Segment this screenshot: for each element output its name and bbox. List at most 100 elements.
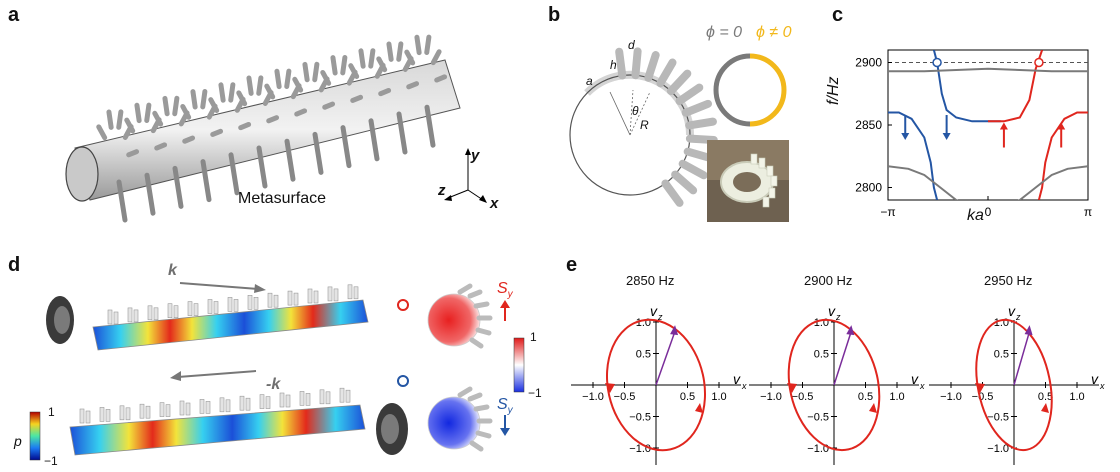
y-tick-label: 2900 — [855, 56, 882, 70]
unit-cell-pin — [675, 83, 704, 106]
unit-cell-pin — [681, 99, 713, 117]
vz-label: v — [828, 303, 836, 319]
vx-tick-label: −0.5 — [972, 391, 994, 403]
axes-triad — [444, 148, 487, 203]
x-tick-label: −π — [880, 205, 895, 219]
chart-ylabel: f/Hz — [825, 76, 842, 105]
label-R: R — [640, 118, 649, 132]
arrowhead-0 — [901, 133, 910, 140]
velocity-vector — [655, 330, 676, 386]
vx-tick-label: 0.5 — [1038, 391, 1053, 403]
vz-tick-label: 0.5 — [636, 349, 651, 361]
unit-cell-pin — [685, 117, 717, 130]
spin-colorbar — [513, 337, 525, 393]
circle-marker-red — [397, 299, 409, 311]
sy-up-arrow — [500, 300, 510, 321]
y-tick-label: 2800 — [855, 181, 882, 195]
unit-cell-pin — [656, 58, 677, 88]
vz-label: v — [650, 303, 658, 319]
series-line-0 — [932, 50, 1001, 123]
sy-down-arrow — [500, 415, 510, 436]
vx-tick-label: 1.0 — [1069, 391, 1084, 403]
svg-text:z: z — [657, 312, 663, 322]
arrowhead-1 — [942, 133, 951, 140]
label-h: h — [610, 58, 617, 72]
unit-cell-pin — [666, 69, 692, 96]
vz-tick-label: −0.5 — [987, 412, 1009, 424]
velocity-vector — [1013, 330, 1031, 386]
axis-y-label: y — [471, 147, 480, 164]
k-backward-arrow — [170, 370, 257, 381]
unit-cell-pin — [661, 179, 684, 207]
chart-xlabel: ka — [967, 207, 984, 224]
vx-tick-label: 1.0 — [889, 391, 904, 403]
k-forward-label: k — [168, 262, 177, 279]
polarization-plot-title: 2900 Hz — [804, 273, 853, 288]
panel-letter-d: d — [8, 254, 21, 276]
polarization-plot-title: 2950 Hz — [984, 273, 1033, 288]
spin-colorbar-max: 1 — [530, 330, 537, 344]
k-backward-label: -k — [266, 376, 281, 393]
unit-cell-diagram — [569, 47, 718, 207]
ellipse-arrow — [975, 383, 985, 393]
spin-colorbar-min: −1 — [528, 386, 542, 400]
x-tick-label: 0 — [985, 205, 992, 219]
vx-tick-label: −1.0 — [582, 391, 604, 403]
velocity-vector-head — [1024, 325, 1033, 336]
label-d: d — [628, 38, 635, 52]
series-line-5 — [888, 165, 1088, 200]
vz-tick-label: −1.0 — [807, 443, 829, 455]
marker-0 — [932, 57, 942, 68]
series-line-2 — [988, 50, 1044, 123]
vz-tick-label: −0.5 — [629, 412, 651, 424]
velocity-vector-head — [670, 325, 679, 336]
svg-text:x: x — [741, 381, 747, 391]
velocity-vector-head — [846, 325, 855, 336]
field-tube-backward — [69, 387, 408, 456]
phase-ring — [713, 53, 787, 127]
svg-text:x: x — [1099, 381, 1105, 391]
k-forward-arrow — [179, 282, 266, 293]
velocity-ellipse — [975, 318, 1053, 452]
vz-tick-label: −0.5 — [807, 412, 829, 424]
unit-cell-pin — [631, 47, 642, 80]
unit-cell-pin — [678, 159, 708, 180]
y-tick-label: 2850 — [855, 118, 882, 132]
arrowhead-3 — [1057, 122, 1066, 130]
unit-cell-pin — [683, 147, 715, 163]
pressure-max: 1 — [48, 405, 55, 419]
vx-label: v — [911, 371, 919, 387]
label-theta: θ — [632, 104, 639, 118]
vx-tick-label: −1.0 — [760, 391, 782, 403]
phi-nonzero-label: ϕ ≠ 0 — [756, 24, 792, 41]
dispersion-chart: 2800 2850 2900 −π 0 π — [855, 49, 1092, 219]
pressure-min: −1 — [44, 454, 58, 468]
vz-tick-label: −1.0 — [987, 443, 1009, 455]
phi-zero-label: ϕ = 0 — [706, 24, 743, 41]
vz-tick-label: 0.5 — [994, 349, 1009, 361]
field-tube-forward — [46, 284, 369, 351]
vx-tick-label: 0.5 — [858, 391, 873, 403]
panel-letter-e: e — [566, 254, 578, 276]
vx-tick-label: −0.5 — [614, 391, 636, 403]
sy-bottom-label: Sy — [497, 396, 513, 417]
vx-label: v — [1091, 371, 1099, 387]
ellipse-arrow — [695, 403, 703, 413]
series-line-3 — [1037, 111, 1088, 200]
unit-cell-pin — [644, 51, 660, 82]
series-line-1 — [888, 111, 939, 200]
axis-z-label: z — [438, 182, 446, 199]
vx-tick-label: −0.5 — [792, 391, 814, 403]
axis-x-label: x — [490, 195, 499, 212]
unit-cell-pin — [615, 47, 627, 80]
panel-letter-b: b — [548, 4, 561, 26]
pressure-label: p — [14, 433, 22, 449]
ellipse-arrow — [1041, 403, 1049, 413]
arrowhead-2 — [999, 122, 1008, 130]
vx-tick-label: −1.0 — [940, 391, 962, 403]
circle-marker-blue — [397, 375, 409, 387]
pressure-colorbar — [29, 411, 41, 461]
x-tick-label: π — [1084, 205, 1092, 219]
vx-label: v — [733, 371, 741, 387]
